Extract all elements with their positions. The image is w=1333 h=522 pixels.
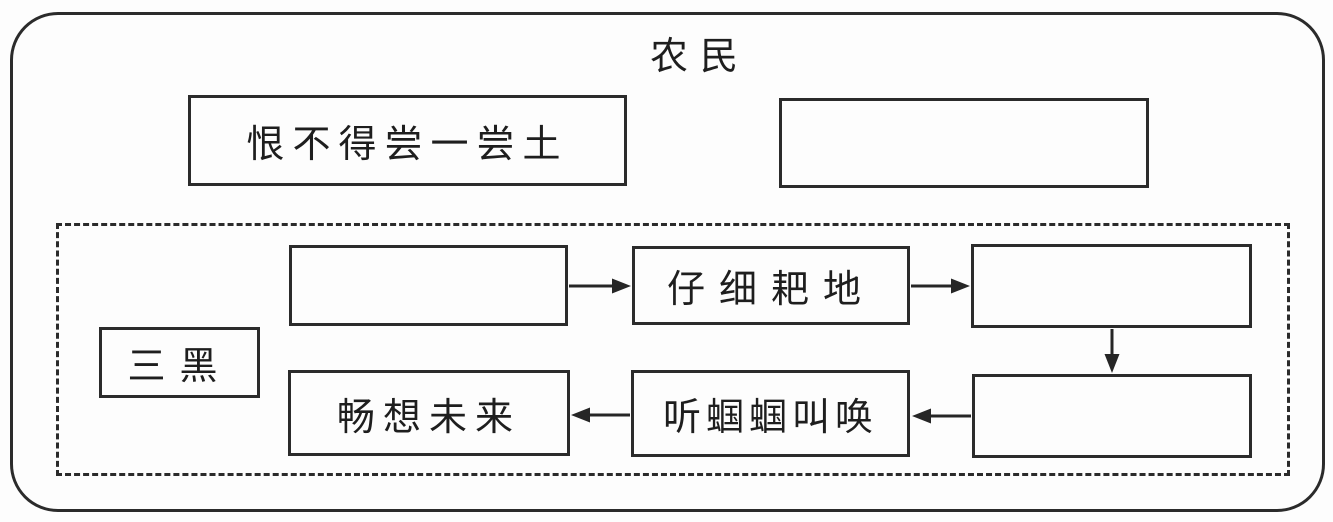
flow-node-bottom-left-label: 畅想未来 (336, 396, 521, 439)
flow-node-bottom-right-blank (972, 374, 1252, 458)
flow-node-bottom-middle: 听蝈蝈叫唤 (631, 370, 910, 457)
flow-node-bottom-left: 畅想未来 (288, 370, 570, 456)
flow-node-top-right-blank (971, 244, 1252, 328)
flow-node-bottom-middle-label: 听蝈蝈叫唤 (662, 397, 878, 439)
flow-node-top-middle-label: 仔细耙地 (666, 269, 875, 311)
subject-label: 三黑 (127, 346, 232, 388)
outer-border (10, 12, 1325, 512)
hint-box-left: 恨不得尝一尝土 (188, 95, 627, 186)
flow-node-top-left-blank (289, 245, 568, 326)
hint-box-right-blank (779, 98, 1149, 188)
hint-box-left-label: 恨不得尝一尝土 (246, 124, 569, 166)
subject-box: 三黑 (99, 327, 260, 398)
flowchart-container (56, 223, 1290, 476)
flow-node-top-middle: 仔细耙地 (632, 246, 910, 325)
diagram-title: 农民 (649, 36, 750, 78)
